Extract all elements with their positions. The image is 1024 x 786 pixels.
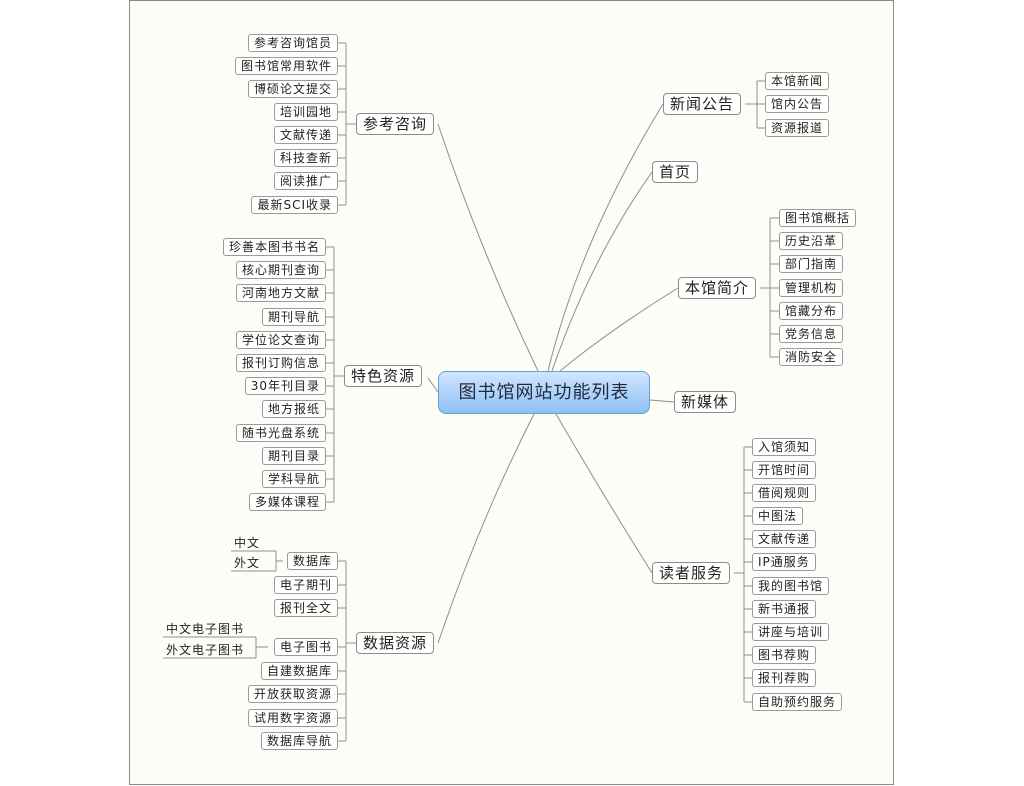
- leaf-intro[interactable]: 部门指南: [779, 255, 844, 273]
- leaf-reference[interactable]: 博硕论文提交: [247, 80, 338, 98]
- leaf-reference[interactable]: 最新SCI收录: [251, 196, 338, 214]
- central-topic[interactable]: 图书馆网站功能列表: [438, 371, 650, 414]
- connector: [555, 413, 653, 574]
- leaf-reader[interactable]: 借阅规则: [752, 484, 817, 502]
- leaf-reader[interactable]: 自助预约服务: [752, 693, 843, 711]
- leaf-reference[interactable]: 阅读推广: [273, 172, 338, 190]
- leaf-reader[interactable]: 讲座与培训: [752, 623, 830, 641]
- leaf-intro[interactable]: 历史沿革: [779, 232, 844, 250]
- leaf-reader[interactable]: 文献传递: [752, 530, 817, 548]
- leaf-data[interactable]: 报刊全文: [273, 599, 338, 617]
- node-data[interactable]: 数据资源: [356, 632, 435, 654]
- leaf-reference[interactable]: 培训园地: [273, 103, 338, 121]
- leaf-special[interactable]: 珍善本图书书名: [222, 238, 326, 256]
- leaf-special[interactable]: 核心期刊查询: [235, 261, 326, 279]
- subleaf-database-foreign[interactable]: 外文: [234, 556, 261, 570]
- connector: [559, 287, 679, 372]
- connector: [437, 413, 535, 644]
- leaf-intro[interactable]: 党务信息: [779, 325, 844, 343]
- subleaf-ebook-foreign[interactable]: 外文电子图书: [166, 643, 245, 657]
- leaf-intro[interactable]: 馆藏分布: [779, 302, 844, 320]
- leaf-reader[interactable]: 开馆时间: [752, 461, 817, 479]
- leaf-database[interactable]: 数据库: [286, 552, 338, 570]
- leaf-reference[interactable]: 参考咨询馆员: [247, 34, 338, 52]
- leaf-special[interactable]: 30年刊目录: [244, 377, 326, 395]
- leaf-special[interactable]: 期刊导航: [261, 308, 326, 326]
- leaf-special[interactable]: 报刊订购信息: [235, 354, 326, 372]
- leaf-special[interactable]: 河南地方文献: [235, 284, 326, 302]
- leaf-special[interactable]: 学科导航: [261, 470, 326, 488]
- node-news[interactable]: 新闻公告: [663, 93, 742, 115]
- leaf-reader[interactable]: IP通服务: [752, 553, 816, 571]
- leaf-data[interactable]: 电子期刊: [273, 576, 338, 594]
- leaf-intro[interactable]: 图书馆概括: [779, 209, 857, 227]
- leaf-special[interactable]: 地方报纸: [261, 400, 326, 418]
- connector: [547, 103, 664, 372]
- connector: [437, 123, 539, 372]
- leaf-reference[interactable]: 科技查新: [273, 149, 338, 167]
- connector: [427, 377, 439, 393]
- leaf-reader[interactable]: 入馆须知: [752, 438, 817, 456]
- leaf-data[interactable]: 自建数据库: [260, 662, 338, 680]
- connector: [551, 171, 653, 372]
- leaf-special[interactable]: 期刊目录: [261, 447, 326, 465]
- leaf-reader[interactable]: 我的图书馆: [752, 577, 830, 595]
- leaf-news[interactable]: 资源报道: [765, 119, 830, 137]
- leaf-reference[interactable]: 图书馆常用软件: [234, 57, 338, 75]
- leaf-reader[interactable]: 新书通报: [752, 600, 817, 618]
- leaf-reader[interactable]: 报刊荐购: [752, 669, 817, 687]
- leaf-news[interactable]: 本馆新闻: [765, 72, 830, 90]
- node-home[interactable]: 首页: [652, 161, 699, 183]
- leaf-ebook[interactable]: 电子图书: [273, 638, 338, 656]
- node-reader-service[interactable]: 读者服务: [652, 562, 731, 584]
- node-special[interactable]: 特色资源: [344, 365, 423, 387]
- leaf-data[interactable]: 试用数字资源: [247, 709, 338, 727]
- leaf-data[interactable]: 数据库导航: [260, 732, 338, 750]
- subleaf-ebook-cn[interactable]: 中文电子图书: [166, 622, 245, 636]
- leaf-intro[interactable]: 管理机构: [779, 279, 844, 297]
- leaf-special[interactable]: 学位论文查询: [235, 331, 326, 349]
- leaf-data[interactable]: 开放获取资源: [247, 685, 338, 703]
- node-reference[interactable]: 参考咨询: [356, 113, 435, 135]
- node-newmedia[interactable]: 新媒体: [674, 391, 737, 413]
- leaf-reader[interactable]: 中图法: [752, 507, 804, 525]
- connector: [649, 399, 675, 403]
- leaf-special[interactable]: 随书光盘系统: [235, 424, 326, 442]
- leaf-reference[interactable]: 文献传递: [273, 126, 338, 144]
- leaf-reader[interactable]: 图书荐购: [752, 646, 817, 664]
- node-intro[interactable]: 本馆简介: [678, 277, 757, 299]
- leaf-special[interactable]: 多媒体课程: [248, 493, 326, 511]
- leaf-news[interactable]: 馆内公告: [765, 95, 830, 113]
- leaf-intro[interactable]: 消防安全: [779, 348, 844, 366]
- subleaf-database-cn[interactable]: 中文: [234, 536, 261, 550]
